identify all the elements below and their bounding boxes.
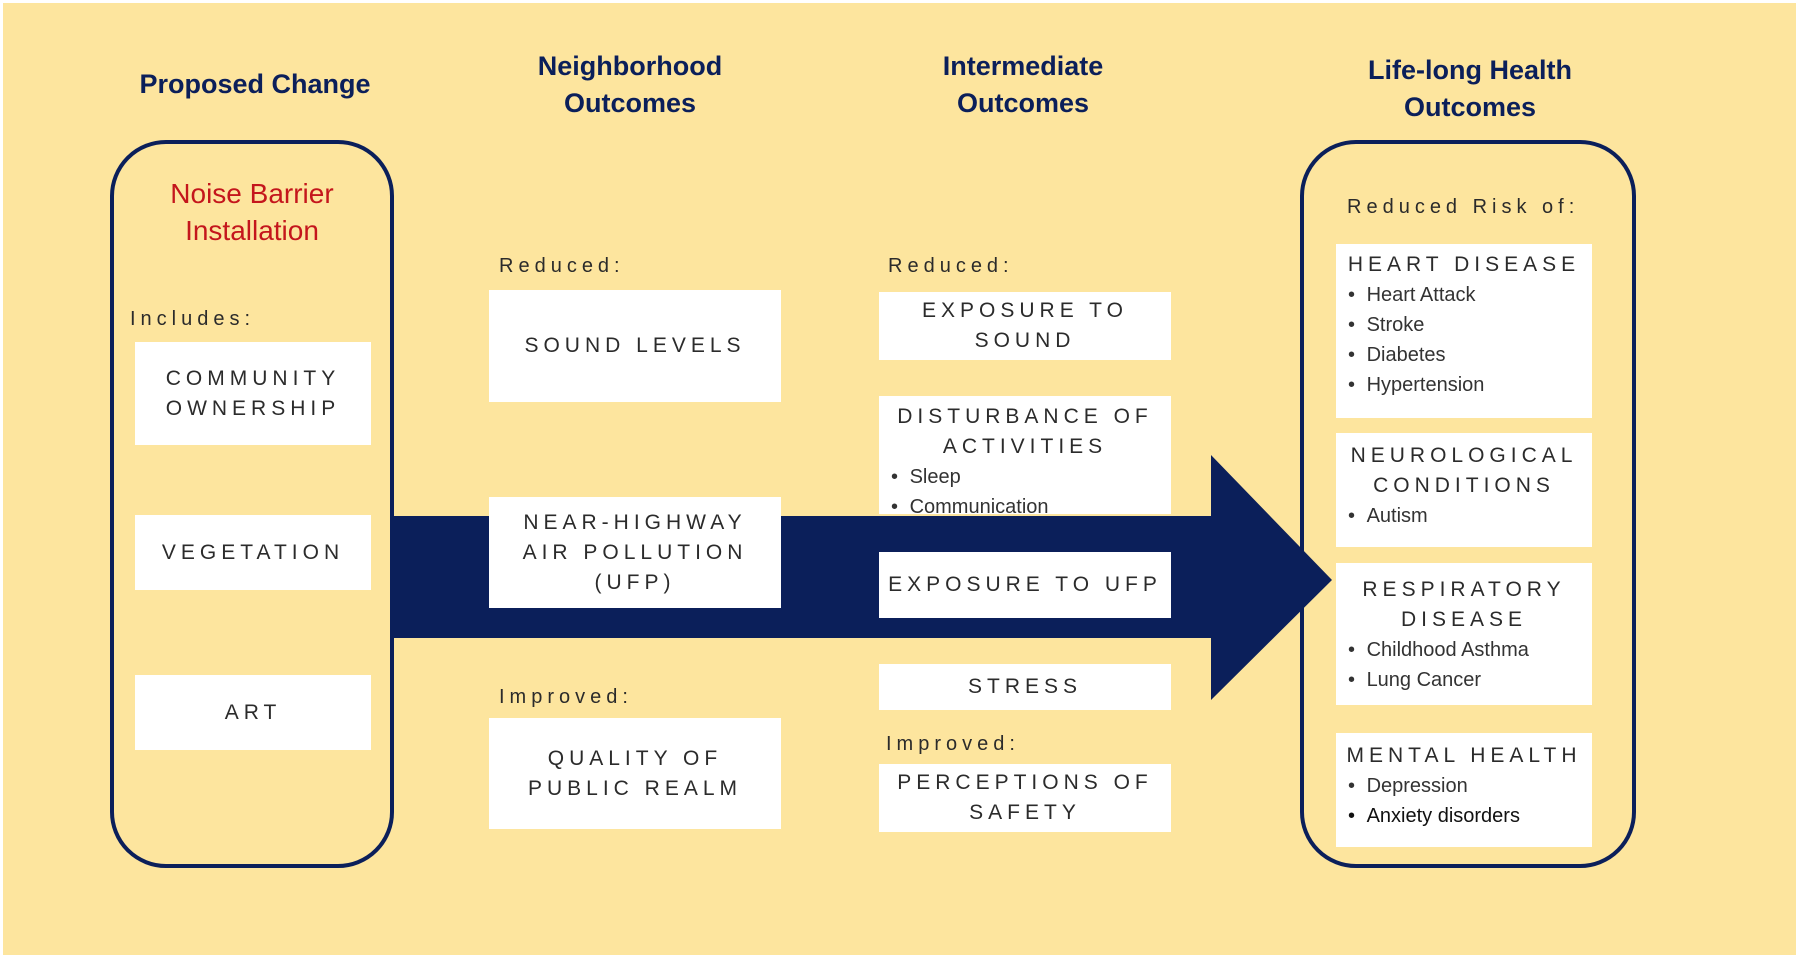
box-line: ART xyxy=(224,700,282,724)
disturbance-bullets: Sleep Communication xyxy=(879,462,1171,522)
bullet-item: Heart Attack xyxy=(1348,280,1592,310)
box-line: AIR POLLUTION xyxy=(522,540,748,564)
box-line: SOUND LEVELS xyxy=(524,334,746,357)
heading-intermediate-outcomes: Intermediate Outcomes xyxy=(863,48,1183,122)
box-line: OWNERSHIP xyxy=(165,396,341,420)
heading-neighborhood-outcomes: Neighborhood Outcomes xyxy=(470,48,790,122)
box-line: EXPOSURE TO xyxy=(922,299,1128,322)
box-line: NEAR-HIGHWAY xyxy=(523,510,747,534)
lifelong-outcomes-container xyxy=(1300,140,1636,868)
exposure-sound-box: EXPOSURE TO SOUND xyxy=(879,292,1171,360)
heading-proposed-change-text: Proposed Change xyxy=(139,69,371,99)
box-line: ACTIVITIES xyxy=(942,435,1108,458)
reduced-risk-label: Reduced Risk of: xyxy=(1347,196,1580,218)
heading-proposed-change: Proposed Change xyxy=(100,66,410,103)
neighborhood-reduced-label: Reduced: xyxy=(499,255,625,277)
perceptions-safety-box: PERCEPTIONS OF SAFETY xyxy=(879,764,1171,832)
box-line: EXPOSURE TO UFP xyxy=(888,573,1162,596)
heading-line: Outcomes xyxy=(1403,92,1537,122)
box-line: HEART DISEASE xyxy=(1347,253,1581,276)
bullet-item: Anxiety disorders xyxy=(1348,801,1592,831)
heart-disease-box: HEART DISEASE Heart Attack Stroke Diabet… xyxy=(1336,244,1592,418)
proposed-change-container xyxy=(110,140,394,868)
neurological-bullets: Autism xyxy=(1336,501,1592,531)
box-line: STRESS xyxy=(967,675,1083,698)
bullet-item: Childhood Asthma xyxy=(1348,635,1592,665)
includes-vegetation: VEGETATION xyxy=(135,515,371,590)
bullet-item: Communication xyxy=(891,492,1171,522)
heart-disease-bullets: Heart Attack Stroke Diabetes Hypertensio… xyxy=(1336,280,1592,400)
title-line: Installation xyxy=(185,215,319,246)
bullet-item: Stroke xyxy=(1348,310,1592,340)
box-line: CONDITIONS xyxy=(1373,474,1555,497)
disturbance-box: DISTURBANCE OF ACTIVITIES Sleep Communic… xyxy=(879,396,1171,518)
box-line: QUALITY OF xyxy=(547,746,723,770)
title-line: Noise Barrier xyxy=(170,178,334,209)
bullet-item: Diabetes xyxy=(1348,340,1592,370)
box-line: (UFP) xyxy=(594,570,676,594)
includes-art: ART xyxy=(135,675,371,750)
neighborhood-improved-label: Improved: xyxy=(499,686,633,708)
stress-box: STRESS xyxy=(879,664,1171,710)
neurological-box: NEUROLOGICAL CONDITIONS Autism xyxy=(1336,433,1592,547)
heading-line: Outcomes xyxy=(563,88,697,118)
mental-health-box: MENTAL HEALTH Depression Anxiety disorde… xyxy=(1336,733,1592,847)
bullet-item: Autism xyxy=(1348,501,1592,531)
proposed-change-title: Noise Barrier Installation xyxy=(120,175,384,249)
heading-lifelong-outcomes: Life-long Health Outcomes xyxy=(1310,52,1630,126)
bullet-item: Hypertension xyxy=(1348,370,1592,400)
box-line: NEUROLOGICAL xyxy=(1350,444,1578,467)
exposure-ufp-box: EXPOSURE TO UFP xyxy=(879,552,1171,618)
intermediate-reduced-label: Reduced: xyxy=(888,255,1014,277)
mental-health-bullets: Depression Anxiety disorders xyxy=(1336,771,1592,831)
box-line: SOUND xyxy=(974,329,1076,352)
box-line: COMMUNITY xyxy=(165,366,341,390)
heading-line: Life-long Health xyxy=(1368,55,1572,85)
respiratory-box: RESPIRATORY DISEASE Childhood Asthma Lun… xyxy=(1336,563,1592,705)
box-line: VEGETATION xyxy=(161,540,345,564)
heading-line: Intermediate xyxy=(942,51,1104,81)
box-line: DISTURBANCE OF xyxy=(897,405,1153,428)
air-pollution-box: NEAR-HIGHWAY AIR POLLUTION (UFP) xyxy=(489,497,781,608)
box-line: PERCEPTIONS OF xyxy=(897,771,1153,794)
heading-line: Outcomes xyxy=(956,88,1090,118)
bullet-item: Sleep xyxy=(891,462,1171,492)
bullet-item: Depression xyxy=(1348,771,1592,801)
box-line: MENTAL HEALTH xyxy=(1346,744,1582,767)
intermediate-improved-label: Improved: xyxy=(886,733,1020,755)
respiratory-bullets: Childhood Asthma Lung Cancer xyxy=(1336,635,1592,695)
includes-label: Includes: xyxy=(130,308,256,330)
box-line: DISEASE xyxy=(1400,608,1528,631)
quality-public-realm-box: QUALITY OF PUBLIC REALM xyxy=(489,718,781,829)
box-line: RESPIRATORY xyxy=(1362,578,1566,601)
bullet-item: Lung Cancer xyxy=(1348,665,1592,695)
heading-line: Neighborhood xyxy=(537,51,723,81)
box-line: PUBLIC REALM xyxy=(527,776,743,800)
sound-levels-box: SOUND LEVELS xyxy=(489,290,781,402)
box-line: SAFETY xyxy=(969,801,1081,824)
includes-community-ownership: COMMUNITY OWNERSHIP xyxy=(135,342,371,445)
